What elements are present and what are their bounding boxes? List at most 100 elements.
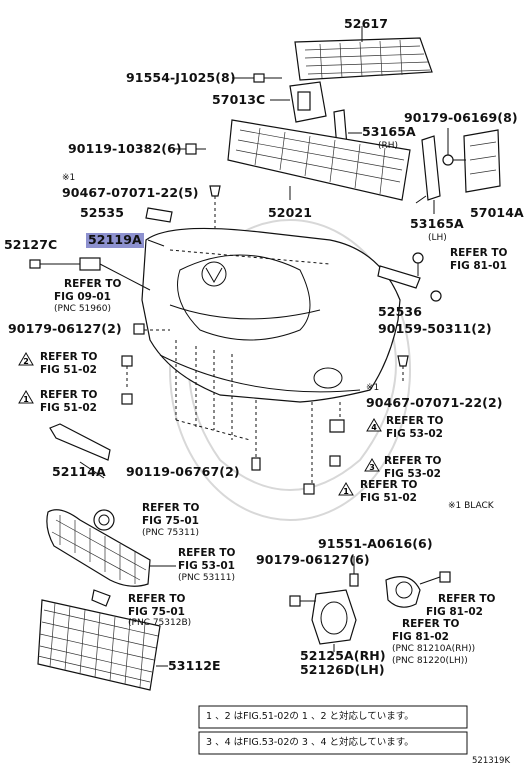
label-pnc81220: (PNC 81220(LH)): [392, 656, 468, 666]
part-57014a: [442, 128, 501, 193]
leader-lines: [79, 26, 427, 479]
label-fig5302b: FIG 53-02: [384, 468, 441, 480]
part-57013c: [270, 81, 327, 123]
fog-bezel-52125a: [289, 589, 357, 652]
label-lh: (LH): [428, 233, 447, 243]
label-57013c: 57013C: [212, 92, 266, 107]
label-black-note: ※1 BLACK: [448, 501, 494, 511]
clip-ref-1a: [121, 393, 133, 405]
label-52125a: 52125A(RH): [300, 648, 386, 663]
bolt-90119-a: [174, 143, 206, 155]
label-90467-a: 90467-07071-22(5): [62, 185, 199, 200]
label-52535: 52535: [80, 205, 124, 220]
label-refer-fig5301: REFER TO: [178, 547, 236, 559]
label-refer-fig8102a: REFER TO: [438, 593, 496, 605]
label-fig5302a: FIG 53-02: [386, 428, 443, 440]
label-refer-fig0901: REFER TO: [64, 278, 122, 290]
label-90119-06767: 90119-06767(2): [126, 464, 240, 479]
label-90179-06169: 90179-06169(8): [404, 110, 518, 125]
grille-insert-upper: [46, 509, 176, 607]
part-52021: [227, 119, 411, 201]
label-52119a: 52119A: [86, 232, 144, 248]
clip-90467-a: [209, 185, 221, 228]
label-refer-fig8101: REFER TO: [450, 247, 508, 259]
clip-ref-1b: [303, 483, 315, 495]
label-90119-10382: 90119-10382(6): [68, 141, 182, 156]
label-fig8102a: FIG 81-02: [426, 606, 483, 618]
label-pnc51960: (PNC 51960): [54, 304, 111, 314]
bolt-90119-b: [251, 400, 261, 471]
part-52617: [294, 32, 433, 81]
notes-table: [198, 705, 468, 755]
label-fig5102a: FIG 51-02: [40, 364, 97, 376]
svg-text:2: 2: [23, 357, 29, 366]
label-91551: 91551-A0616(6): [318, 536, 433, 551]
clip-ref-2: [121, 355, 133, 388]
triangle-1-icon: 1: [18, 390, 34, 404]
clip-90467-b: [397, 355, 409, 384]
label-53112e: 53112E: [168, 658, 221, 673]
label-pnc81210: (PNC 81210A(RH)): [392, 644, 476, 654]
part-52536: [377, 252, 442, 302]
grille-53112e: [37, 599, 168, 691]
label-refer-fig8102b: REFER TO: [402, 618, 460, 630]
label-53165a-lh: 53165A: [410, 216, 464, 231]
label-fig8102b: FIG 81-02: [392, 631, 449, 643]
label-52114a: 52114A: [52, 464, 106, 479]
nut-90179-b: [133, 323, 170, 335]
label-star1b: ※1: [366, 383, 380, 393]
projection-lines: [175, 340, 341, 484]
label-90179-06127-b: 90179-06127(6): [256, 552, 370, 567]
label-90467-b: 90467-07071-22(2): [366, 395, 503, 410]
label-pnc75312b: (PNC 75312B): [128, 618, 192, 628]
label-90159: 90159-50311(2): [378, 321, 492, 336]
label-90179-06127-a: 90179-06127(2): [8, 321, 122, 336]
svg-text:4: 4: [371, 423, 377, 432]
label-refer-1b: REFER TO: [360, 479, 418, 491]
bumper-cover-52119a: [141, 227, 401, 403]
svg-text:1: 1: [23, 395, 29, 404]
label-refer-fig7501b: REFER TO: [128, 593, 186, 605]
label-53165a-rh: 53165A: [362, 124, 416, 139]
label-91554: 91554-J1025(8): [126, 70, 236, 85]
label-52536: 52536: [378, 304, 422, 319]
label-fig7501b: FIG 75-01: [128, 606, 185, 618]
diagram-code: 521319K: [472, 756, 511, 766]
label-pnc53111: (PNC 53111): [178, 573, 235, 583]
label-fig5102b: FIG 51-02: [40, 402, 97, 414]
label-52127c: 52127C: [4, 237, 58, 252]
label-57014a: 57014A: [470, 205, 524, 220]
label-52126d: 52126D(LH): [300, 662, 385, 677]
part-52535: [145, 207, 173, 223]
label-refer-2: REFER TO: [40, 351, 98, 363]
label-52617: 52617: [344, 16, 388, 31]
screw-52127c: [29, 257, 151, 291]
part-52114a: [49, 423, 111, 461]
label-fig8101: FIG 81-01: [450, 260, 507, 272]
svg-text:3: 3: [369, 463, 375, 472]
clip-ref-3: [329, 455, 341, 467]
label-52021: 52021: [268, 205, 312, 220]
triangle-1b-icon: 1: [338, 482, 354, 496]
triangle-4-icon: 4: [366, 418, 382, 432]
label-refer-1a: REFER TO: [40, 389, 98, 401]
svg-text:1: 1: [343, 487, 349, 496]
clip-ref-4: [329, 419, 345, 433]
triangle-3-icon: 3: [364, 458, 380, 472]
part-53165a-lh: [421, 135, 441, 214]
label-fig5102c: FIG 51-02: [360, 492, 417, 504]
label-rh: (RH): [378, 141, 399, 151]
triangle-2-icon: 2: [18, 352, 34, 366]
label-fig0901: FIG 09-01: [54, 291, 111, 303]
label-fig5301: FIG 53-01: [178, 560, 235, 572]
bolt-91554: [232, 73, 282, 83]
label-star1a: ※1: [62, 173, 76, 183]
note-row-1: 1 、2 はFIG.51-02の 1 、2 と対応しています。: [206, 711, 414, 722]
label-refer-fig7501a: REFER TO: [142, 502, 200, 514]
fog-lamp: [385, 571, 451, 608]
note-row-2: 3 、4 はFIG.53-02の 3 、4 と対応しています。: [206, 737, 414, 748]
screws-91551: [349, 556, 359, 587]
label-refer-3: REFER TO: [384, 455, 442, 467]
